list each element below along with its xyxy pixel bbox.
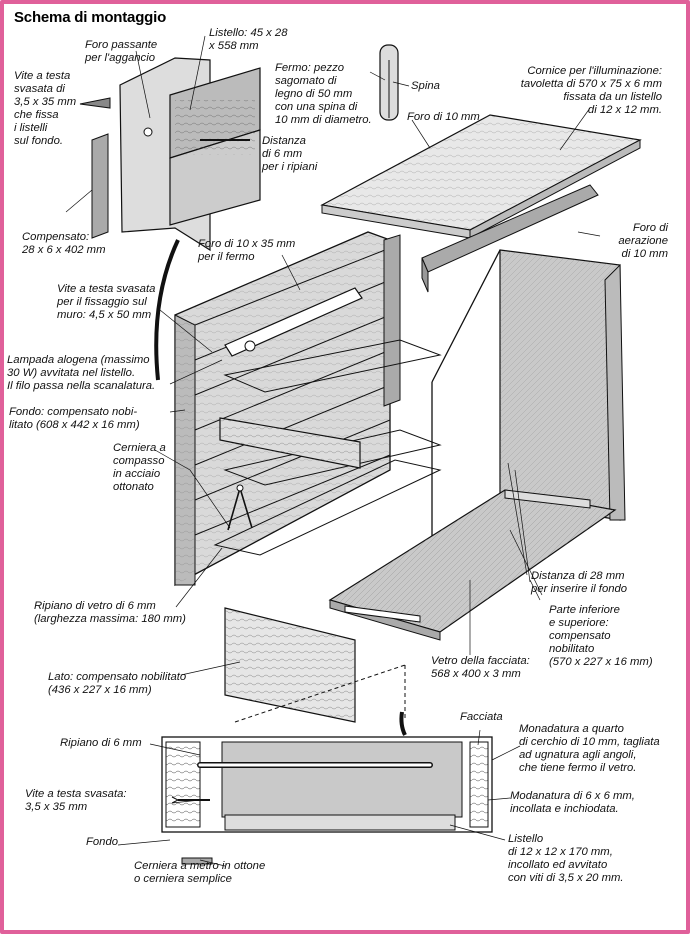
label-vite-35: Vite a testa svasata: 3,5 x 35 mm xyxy=(25,788,127,813)
label-spina: Spina xyxy=(411,80,440,92)
curve-arrow-left xyxy=(154,239,180,381)
leader-lines xyxy=(65,35,601,867)
label-ripiano-6: Ripiano di 6 mm xyxy=(60,737,142,749)
label-listello-section: Listello di 12 x 12 x 170 mm, incollato … xyxy=(508,833,624,884)
label-foro-10: Foro di 10 mm xyxy=(407,111,480,123)
label-fermo: Fermo: pezzo sagomato di legno di 50 mm … xyxy=(275,62,372,126)
label-modanatura: Modanatura di 6 x 6 mm, incollata e inch… xyxy=(510,790,635,815)
label-cornice: Cornice per l'illuminazione: tavoletta d… xyxy=(520,65,662,116)
label-distanza-6: Distanza di 6 mm per i ripiani xyxy=(262,135,318,173)
label-facciata: Facciata xyxy=(460,711,503,723)
label-fondo-section: Fondo xyxy=(86,836,119,848)
label-foro-aerazione: Foro di aerazione di 10 mm xyxy=(618,222,668,260)
label-cerniera-metro: Cerniera a metro in ottone o cerniera se… xyxy=(134,860,266,885)
bottom-panel xyxy=(328,489,617,641)
curve-arrow-right xyxy=(399,711,407,736)
diagram-title: Schema di montaggio xyxy=(14,9,167,26)
stop-block xyxy=(379,44,399,121)
side-strip xyxy=(383,234,401,407)
label-listello: Listello: 45 x 28 x 558 mm xyxy=(209,27,288,52)
wall-batten xyxy=(119,57,261,252)
label-compensato: Compensato: 28 x 6 x 402 mm xyxy=(22,231,106,256)
screw-icon xyxy=(79,97,111,109)
label-vite-fondo: Vite a testa svasata di 3,5 x 35 mm che … xyxy=(14,70,77,147)
label-vite-muro: Vite a testa svasata per il fissaggio su… xyxy=(57,283,156,321)
label-fondo: Fondo: compensato nobi- litato (608 x 44… xyxy=(9,406,140,431)
label-foro-10x35: Foro di 10 x 35 mm per il fermo xyxy=(198,238,296,263)
label-ripiano-vetro: Ripiano di vetro di 6 mm (larghezza mass… xyxy=(34,600,186,625)
front-frame xyxy=(431,249,626,622)
label-lato: Lato: compensato nobilitato (436 x 227 x… xyxy=(48,671,187,696)
compass-hinge xyxy=(227,484,253,531)
label-lampada: Lampada alogena (massimo 30 W) avvitata … xyxy=(7,354,156,392)
label-foro-passante: Foro passante per l'aggancio xyxy=(85,39,158,64)
lighting-cornice-board xyxy=(320,114,642,239)
back-panel xyxy=(174,231,391,587)
label-monadatura: Monadatura a quarto di cerchio di 10 mm,… xyxy=(519,723,660,774)
label-vetro-facciata: Vetro della facciata: 568 x 400 x 3 mm xyxy=(431,655,530,680)
label-distanza-28: Distanza di 28 mm per inserire il fondo xyxy=(531,570,628,595)
label-parte-inferiore: Parte inferiore e superiore: compensato … xyxy=(549,604,653,668)
label-cerniera: Cerniera a compasso in acciaio ottonato xyxy=(113,442,166,493)
cross-section xyxy=(161,736,493,865)
plywood-strip xyxy=(91,133,109,239)
halogen-lamp xyxy=(224,287,363,357)
side-panel xyxy=(224,607,356,723)
